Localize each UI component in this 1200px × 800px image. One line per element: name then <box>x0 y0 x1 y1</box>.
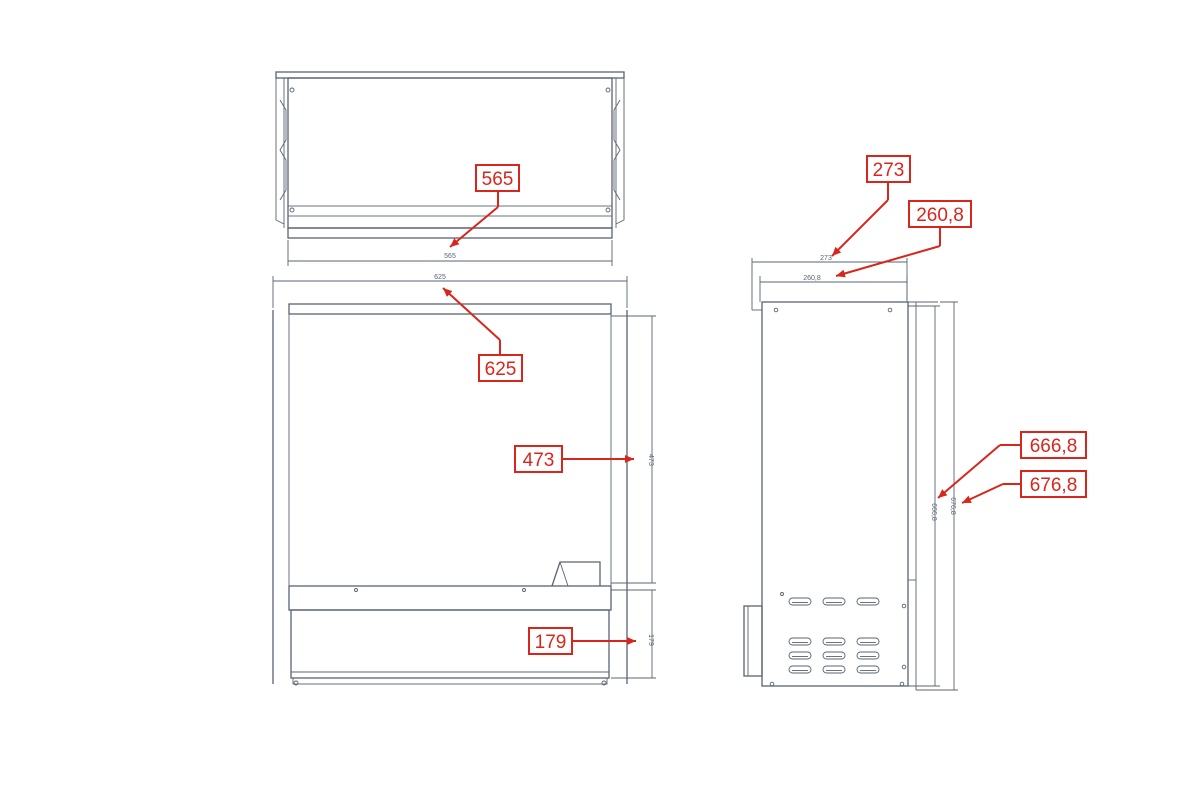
dim-text-625: 625 <box>434 274 446 281</box>
callout-625: 625 <box>442 287 523 382</box>
callout-260-8-label: 260,8 <box>916 205 964 226</box>
dim-text-260-8: 260,8 <box>803 275 821 282</box>
callout-625-label: 625 <box>485 359 517 380</box>
callout-260-8-arrow <box>835 245 941 278</box>
callout-273-arrow <box>831 199 889 257</box>
side-view: 273 260,8 666,8 676,8 <box>743 255 958 691</box>
dim-text-179: 179 <box>647 634 654 646</box>
callout-473-label: 473 <box>523 450 555 471</box>
callout-179-label: 179 <box>535 632 567 653</box>
vent-slot <box>788 651 812 660</box>
vent-slot <box>856 597 880 606</box>
vent-slot <box>856 651 880 660</box>
callout-676-8-arrow <box>961 483 1004 504</box>
callout-273-label: 273 <box>873 160 905 181</box>
callout-179: 179 <box>528 627 636 655</box>
callout-273: 273 <box>831 155 911 257</box>
callout-565-label: 565 <box>482 169 514 190</box>
callout-260-8: 260,8 <box>835 200 972 278</box>
callout-625-arrow <box>442 287 501 341</box>
vent-slot <box>822 665 846 674</box>
vent-slot <box>788 637 812 646</box>
vent-slot <box>822 651 846 660</box>
callout-565-arrow <box>449 206 499 248</box>
vent-slot <box>856 637 880 646</box>
callout-473: 473 <box>514 445 634 473</box>
vent-slots <box>788 597 880 674</box>
dim-text-676-8: 676,8 <box>949 497 956 515</box>
dim-text-273: 273 <box>820 255 832 262</box>
callout-666-8-label: 666,8 <box>1030 436 1078 457</box>
callout-676-8-label: 676,8 <box>1030 475 1078 496</box>
top-view: 565 <box>275 71 625 266</box>
vent-slot <box>856 665 880 674</box>
callout-565: 565 <box>449 164 520 248</box>
dim-text-473: 473 <box>647 454 654 466</box>
vent-slot <box>788 665 812 674</box>
vent-slot <box>822 637 846 646</box>
dim-text-565: 565 <box>444 253 456 260</box>
dim-text-666-8: 666,8 <box>930 503 937 521</box>
callout-676-8: 676,8 <box>961 470 1087 504</box>
callout-666-8: 666,8 <box>937 431 1087 499</box>
callout-666-8-arrow <box>937 444 1001 499</box>
vent-slot <box>822 597 846 606</box>
front-view: 625 473 179 <box>272 274 656 686</box>
vent-slot <box>788 597 812 606</box>
